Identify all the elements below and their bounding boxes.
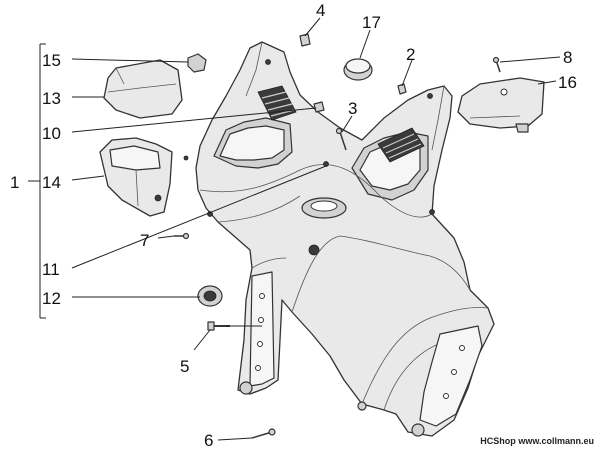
part-16-side-cover [457, 77, 545, 133]
callout-labels: 1 2 3 4 5 6 7 8 10 11 12 13 14 15 16 17 [10, 1, 577, 449]
credit-url: www.collmann.eu [518, 436, 594, 446]
callout-14: 14 [42, 173, 61, 192]
callout-11: 11 [42, 260, 60, 279]
source-credit: HCShop www.collmann.eu [480, 436, 594, 446]
callout-10: 10 [42, 124, 61, 143]
callout-8: 8 [563, 48, 572, 67]
callout-5: 5 [180, 357, 189, 376]
callout-16: 16 [558, 73, 577, 92]
callout-15: 15 [42, 51, 61, 70]
part-17-cap [343, 58, 373, 81]
part-15-clip [187, 53, 207, 73]
callout-2: 2 [406, 45, 415, 64]
callout-17: 17 [362, 13, 381, 32]
part-13-glovebox-lid [103, 59, 183, 119]
callout-6: 6 [204, 431, 213, 449]
leader-lines [71, 17, 561, 441]
inner-panel [183, 41, 495, 437]
right-vent-grille [377, 127, 425, 163]
callout-4: 4 [316, 1, 325, 20]
fasteners [174, 33, 501, 439]
credit-brand: HCShop [480, 436, 516, 446]
part-14-glovebox [99, 137, 173, 217]
callout-3: 3 [348, 99, 357, 118]
group-bracket [28, 43, 46, 319]
callout-1: 1 [10, 173, 19, 192]
callout-13: 13 [42, 89, 61, 108]
callout-7: 7 [140, 231, 149, 250]
callout-12: 12 [42, 289, 61, 308]
